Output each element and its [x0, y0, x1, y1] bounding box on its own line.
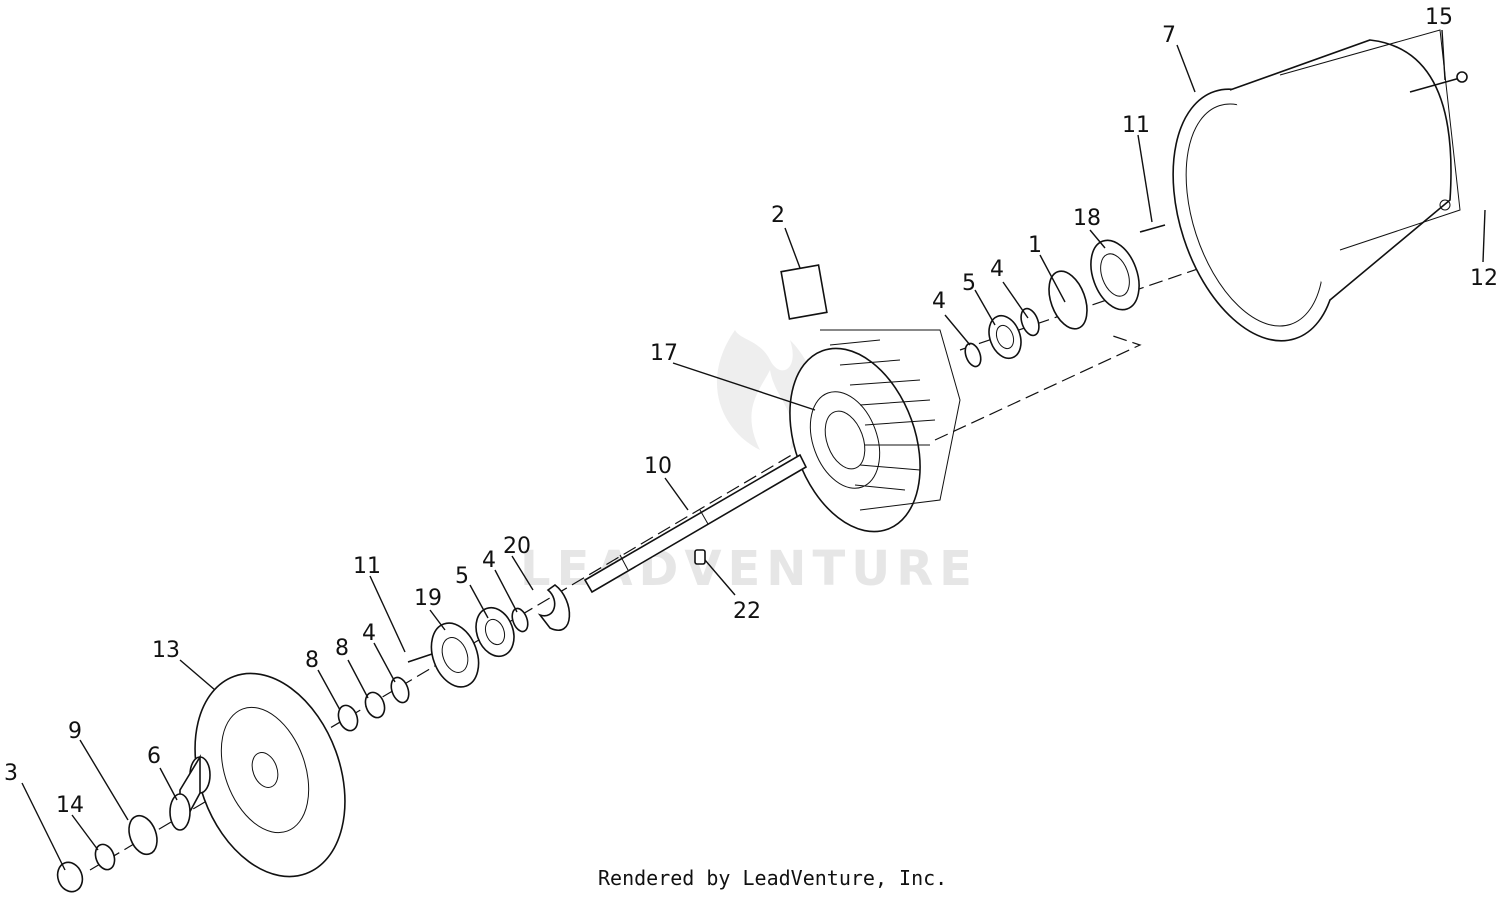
part-washer-8b	[337, 704, 359, 732]
callout-8-b: 8	[335, 636, 349, 661]
part-snap-ring-upper-b	[964, 342, 982, 368]
callout-10: 10	[644, 454, 672, 479]
part-snap-ring-upper-a	[1020, 307, 1040, 337]
callout-14: 14	[56, 793, 84, 818]
callout-11-b: 11	[353, 554, 381, 579]
watermark-text: LEADVENTURE	[520, 541, 978, 597]
axis-offset-line	[934, 334, 1142, 441]
callout-labels: 1 2 3 4 4 4 4 5 5 6 7 8 8 9 10 11 11 12 …	[4, 5, 1498, 818]
callout-12: 12	[1470, 266, 1498, 291]
part-washer-8a	[364, 691, 386, 719]
callout-5-b: 5	[455, 564, 469, 589]
callout-3: 3	[4, 761, 18, 786]
callout-4-d: 4	[362, 621, 376, 646]
part-fan	[194, 672, 346, 878]
callout-7: 7	[1162, 23, 1176, 48]
callout-17: 17	[650, 341, 678, 366]
part-retaining-ring-20	[537, 584, 571, 631]
callout-19: 19	[414, 586, 442, 611]
part-o-ring-1	[1048, 270, 1088, 330]
callout-1: 1	[1028, 233, 1042, 258]
callout-18: 18	[1073, 206, 1101, 231]
part-shaft	[583, 453, 808, 594]
footer-credit: Rendered by LeadVenture, Inc.	[598, 866, 947, 890]
callout-13: 13	[152, 638, 180, 663]
callout-22: 22	[733, 599, 761, 624]
callout-5-a: 5	[962, 271, 976, 296]
part-block-2	[780, 264, 828, 320]
part-key-22	[694, 549, 706, 565]
callout-8-a: 8	[305, 648, 319, 673]
callout-2: 2	[771, 203, 785, 228]
part-screw-lower	[407, 653, 433, 663]
part-bearing-housing-18	[1090, 224, 1166, 311]
part-bearing-cap-19	[430, 622, 480, 688]
callout-11-a: 11	[1122, 113, 1150, 138]
part-snap-ring-lower-b	[390, 676, 410, 704]
part-washer-9	[128, 814, 158, 856]
part-impeller	[789, 329, 961, 533]
part-bearing-upper	[988, 314, 1022, 360]
callout-20: 20	[503, 534, 531, 559]
part-nut-3	[56, 861, 84, 893]
callout-4-b: 4	[990, 257, 1004, 282]
part-washer-14	[94, 843, 116, 871]
leader-lines	[21, 29, 1486, 871]
callout-4-c: 4	[482, 548, 496, 573]
part-bolt-15	[1409, 71, 1468, 93]
callout-15: 15	[1425, 5, 1453, 30]
callout-4-a: 4	[932, 289, 946, 314]
callout-6: 6	[147, 744, 161, 769]
part-bearing-lower	[475, 606, 515, 658]
part-spacer-6	[169, 754, 211, 831]
callout-9: 9	[68, 719, 82, 744]
part-housing	[1172, 29, 1461, 342]
